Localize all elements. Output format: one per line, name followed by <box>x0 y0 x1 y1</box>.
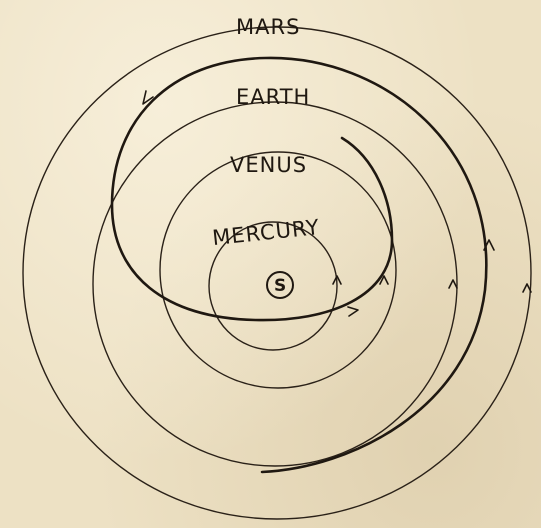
label-venus: VENUS <box>230 153 307 177</box>
venus-orbit <box>160 152 396 388</box>
label-earth: EARTH <box>236 85 310 109</box>
label-mars: MARS <box>236 15 300 39</box>
label-mercury: MERCURY <box>211 215 321 250</box>
sun-label: S <box>274 276 286 296</box>
heavy-path-arrow-lower <box>348 307 358 316</box>
mars-orbit-arrow <box>523 284 531 292</box>
mars-apparent-path <box>112 58 486 472</box>
earth-orbit-arrow <box>449 280 457 288</box>
